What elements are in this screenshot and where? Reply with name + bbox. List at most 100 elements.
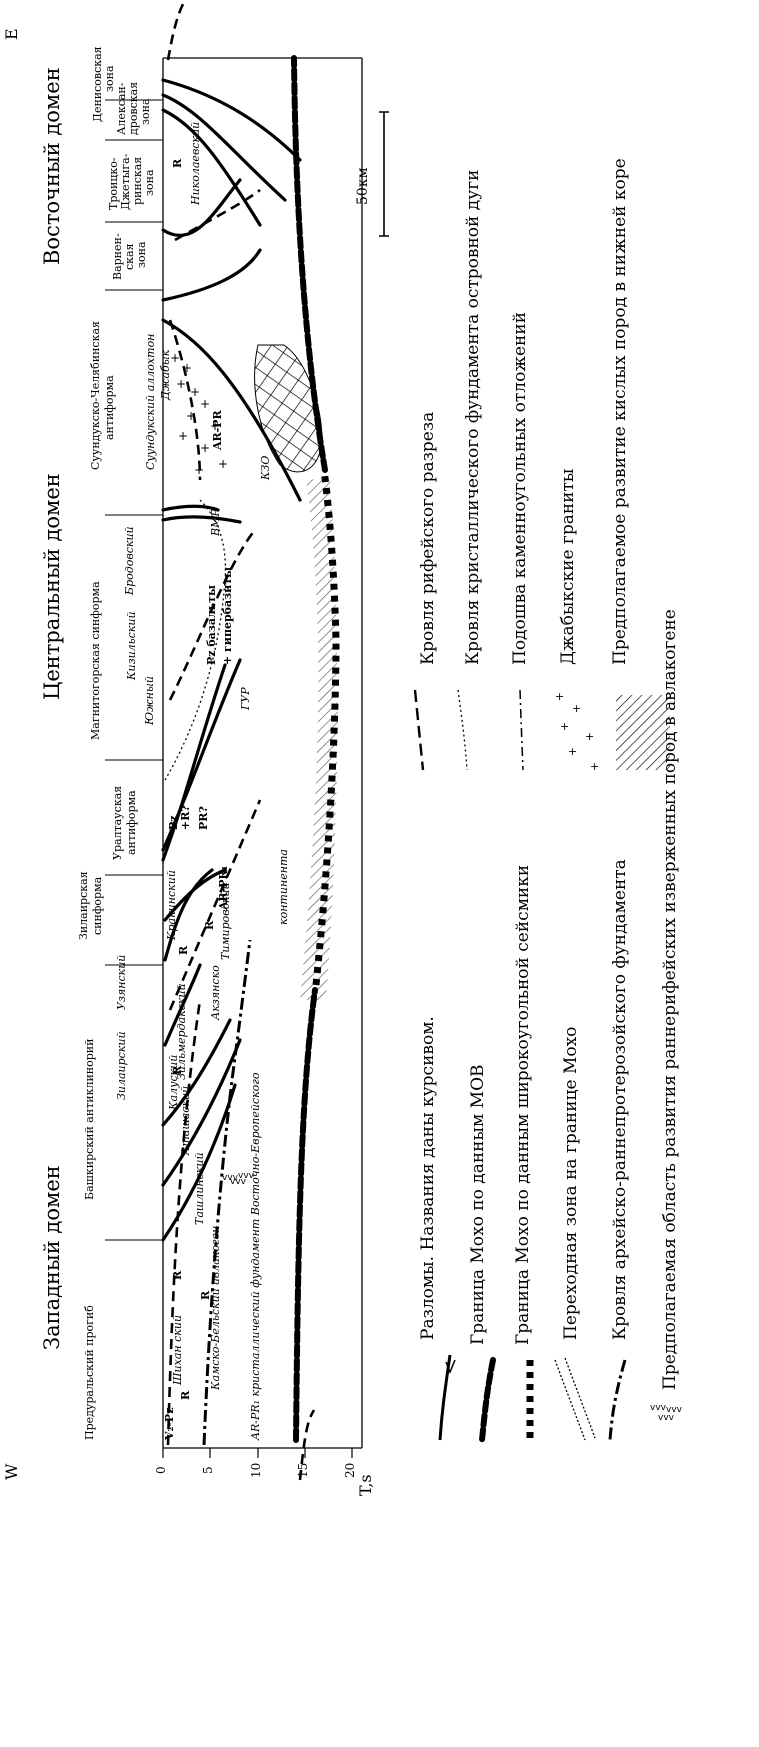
legend-felsic-lower-crust: Предполагаемое развитие кислых пород в н… — [612, 158, 629, 665]
zone-troitsk-1: Троицко- — [108, 157, 119, 210]
zone-varnen-1: Варнен- — [112, 233, 123, 280]
legend-moho-transition: Переходная зона на границе Мохо — [563, 1027, 580, 1340]
zone-denis-2: зона — [104, 65, 115, 92]
legend-moho-wide: Граница Мохо по данным широкоугольной се… — [515, 865, 532, 1345]
svg-text:+: + — [560, 720, 569, 733]
unit-pz-basalts-1: Pz базальты — [206, 585, 217, 665]
zone-troitsk-4: зона — [144, 169, 155, 196]
zone-zilair-1: Зилаирская — [78, 871, 89, 940]
svg-text:+: + — [176, 377, 186, 391]
scale-bar-label: 50км — [356, 168, 370, 205]
east-label: E — [4, 28, 20, 40]
fault-kzo: КЗО — [260, 456, 271, 480]
unit-r-5: R — [178, 946, 189, 955]
legend-archean-symbol — [610, 1360, 625, 1440]
axis-tick-5: 5 — [202, 1466, 214, 1474]
fault-kizil: Кизильский — [126, 611, 137, 680]
axis-tick-15: 15 — [297, 1463, 309, 1478]
legend-symbols — [415, 690, 670, 1440]
fault-dzhabyk: Джабык — [160, 350, 171, 400]
zone-bashkir: Башкирский антиклинорий — [84, 1039, 95, 1200]
svg-text:+: + — [555, 690, 564, 703]
zone-uraltau-2: антиформа — [126, 790, 137, 855]
svg-text:vvv: vvv — [666, 1405, 683, 1415]
unit-r-6: R — [204, 921, 215, 930]
svg-text:+: + — [572, 702, 581, 715]
west-label: W — [4, 1464, 20, 1480]
legend-riphean-rift: Предполагаемая область развития раннериф… — [662, 609, 679, 1390]
svg-text:+: + — [218, 457, 228, 471]
axis-title: T,s — [358, 1474, 374, 1496]
svg-text:+: + — [178, 429, 188, 443]
fault-gur: ГУР — [240, 687, 251, 710]
unit-r-q: +R? — [180, 805, 191, 830]
zone-aleks-3: зона — [140, 98, 151, 125]
svg-text:+: + — [200, 397, 210, 411]
fault-shikhan: Шихан ский — [172, 1315, 183, 1385]
zone-aleks-1: Алексан- — [116, 83, 127, 135]
zone-troitsk-3: ринская — [132, 157, 143, 205]
zone-varnen-3: зона — [136, 241, 147, 268]
legend-carboniferous-base: Подошва каменноугольных отложений — [512, 312, 529, 665]
legend-moho-mov-symbol — [482, 1360, 493, 1440]
zone-zilair-2: синформа — [92, 877, 103, 935]
unit-pr-q: PR? — [198, 806, 209, 830]
legend-moho-mov: Граница Мохо по данным МОВ — [470, 1065, 487, 1346]
fault-brodovsky: Бродовский — [124, 526, 135, 595]
unit-ar-pr: AR-PR — [212, 410, 223, 450]
legend-archean-top: Кровля архейско-раннепротерозойского фун… — [612, 859, 629, 1340]
unit-continent: континента — [278, 849, 289, 925]
legend-riphean-top-symbol — [415, 690, 423, 770]
fault-vmr: ВМР — [210, 509, 221, 536]
svg-text:+: + — [190, 385, 200, 399]
unit-r-4: R — [172, 1066, 183, 1075]
scale-bar — [379, 112, 389, 236]
fault-yuzhny: Южный — [144, 676, 155, 725]
fault-suunduk-allochthon: Суундукский аллохтон — [145, 334, 156, 470]
zone-aleks-2: дровская — [128, 82, 139, 135]
fault-tashlin: Ташлинский — [194, 1152, 205, 1225]
zone-varnen-2: ская — [124, 243, 135, 270]
zone-troitsk-2: Джетыга- — [120, 154, 131, 210]
unit-pz: Pz — [168, 815, 179, 830]
legend-granite-symbol: +++ +++ — [555, 690, 599, 773]
unit-vpz: V₂-Pz — [164, 1408, 175, 1440]
legend-granites: Джабыкские граниты — [560, 469, 577, 665]
fault-krak: Кракинский — [166, 870, 177, 940]
fault-akzyan: Акзянско — [210, 965, 221, 1020]
fault-zilair: Зилаирский — [116, 1031, 127, 1100]
unit-pz-basalts-2: + гипербазиты — [222, 567, 233, 665]
axis-tick-0: 0 — [155, 1466, 167, 1474]
zone-suunduk-2: антиформа — [104, 375, 115, 440]
unit-ar-pr1: AR-PR₁ — [218, 866, 229, 910]
fault-nikolaev: Николаевский — [190, 122, 201, 205]
legend-fault: Разломы. Названия даны курсивом. — [420, 1016, 437, 1340]
axis-tick-10: 10 — [250, 1463, 262, 1478]
zone-uraltau-1: Уралтауская — [112, 786, 123, 860]
svg-text:vvv: vvv — [650, 1403, 667, 1413]
unit-kama-belsk: Камско-Бельский авлакоген — [210, 1226, 221, 1390]
svg-text:+: + — [590, 760, 599, 773]
svg-text:+: + — [200, 441, 210, 455]
central-domain-title: Центральный домен — [42, 473, 63, 700]
legend-arc-symbol — [458, 690, 467, 770]
svg-text:+: + — [568, 745, 577, 758]
legend-arc-basement: Кровля кристаллического фундамента остро… — [465, 170, 482, 665]
axis-tick-20: 20 — [344, 1463, 356, 1478]
fault-uzyan: Узянский — [116, 955, 127, 1010]
unit-r-1: R — [180, 1391, 191, 1400]
eastern-domain-title: Восточный домен — [42, 67, 63, 265]
moho-transition-zone — [300, 478, 338, 1000]
legend-riphean-top: Кровля рифейского разреза — [420, 412, 437, 665]
svg-text:+: + — [585, 730, 594, 743]
zone-predural: Предуральский прогиб — [84, 1305, 95, 1440]
dashed-horizons — [168, 0, 314, 1480]
western-domain-title: Западный домен — [42, 1165, 63, 1350]
depth-axis — [163, 1448, 352, 1458]
fault-ashatau: Аташаский — [180, 1086, 191, 1155]
zone-magnitogorsk: Магнитогорская синформа — [90, 581, 101, 740]
legend-carb-symbol — [520, 690, 523, 770]
unit-r-3: R — [172, 1271, 183, 1280]
